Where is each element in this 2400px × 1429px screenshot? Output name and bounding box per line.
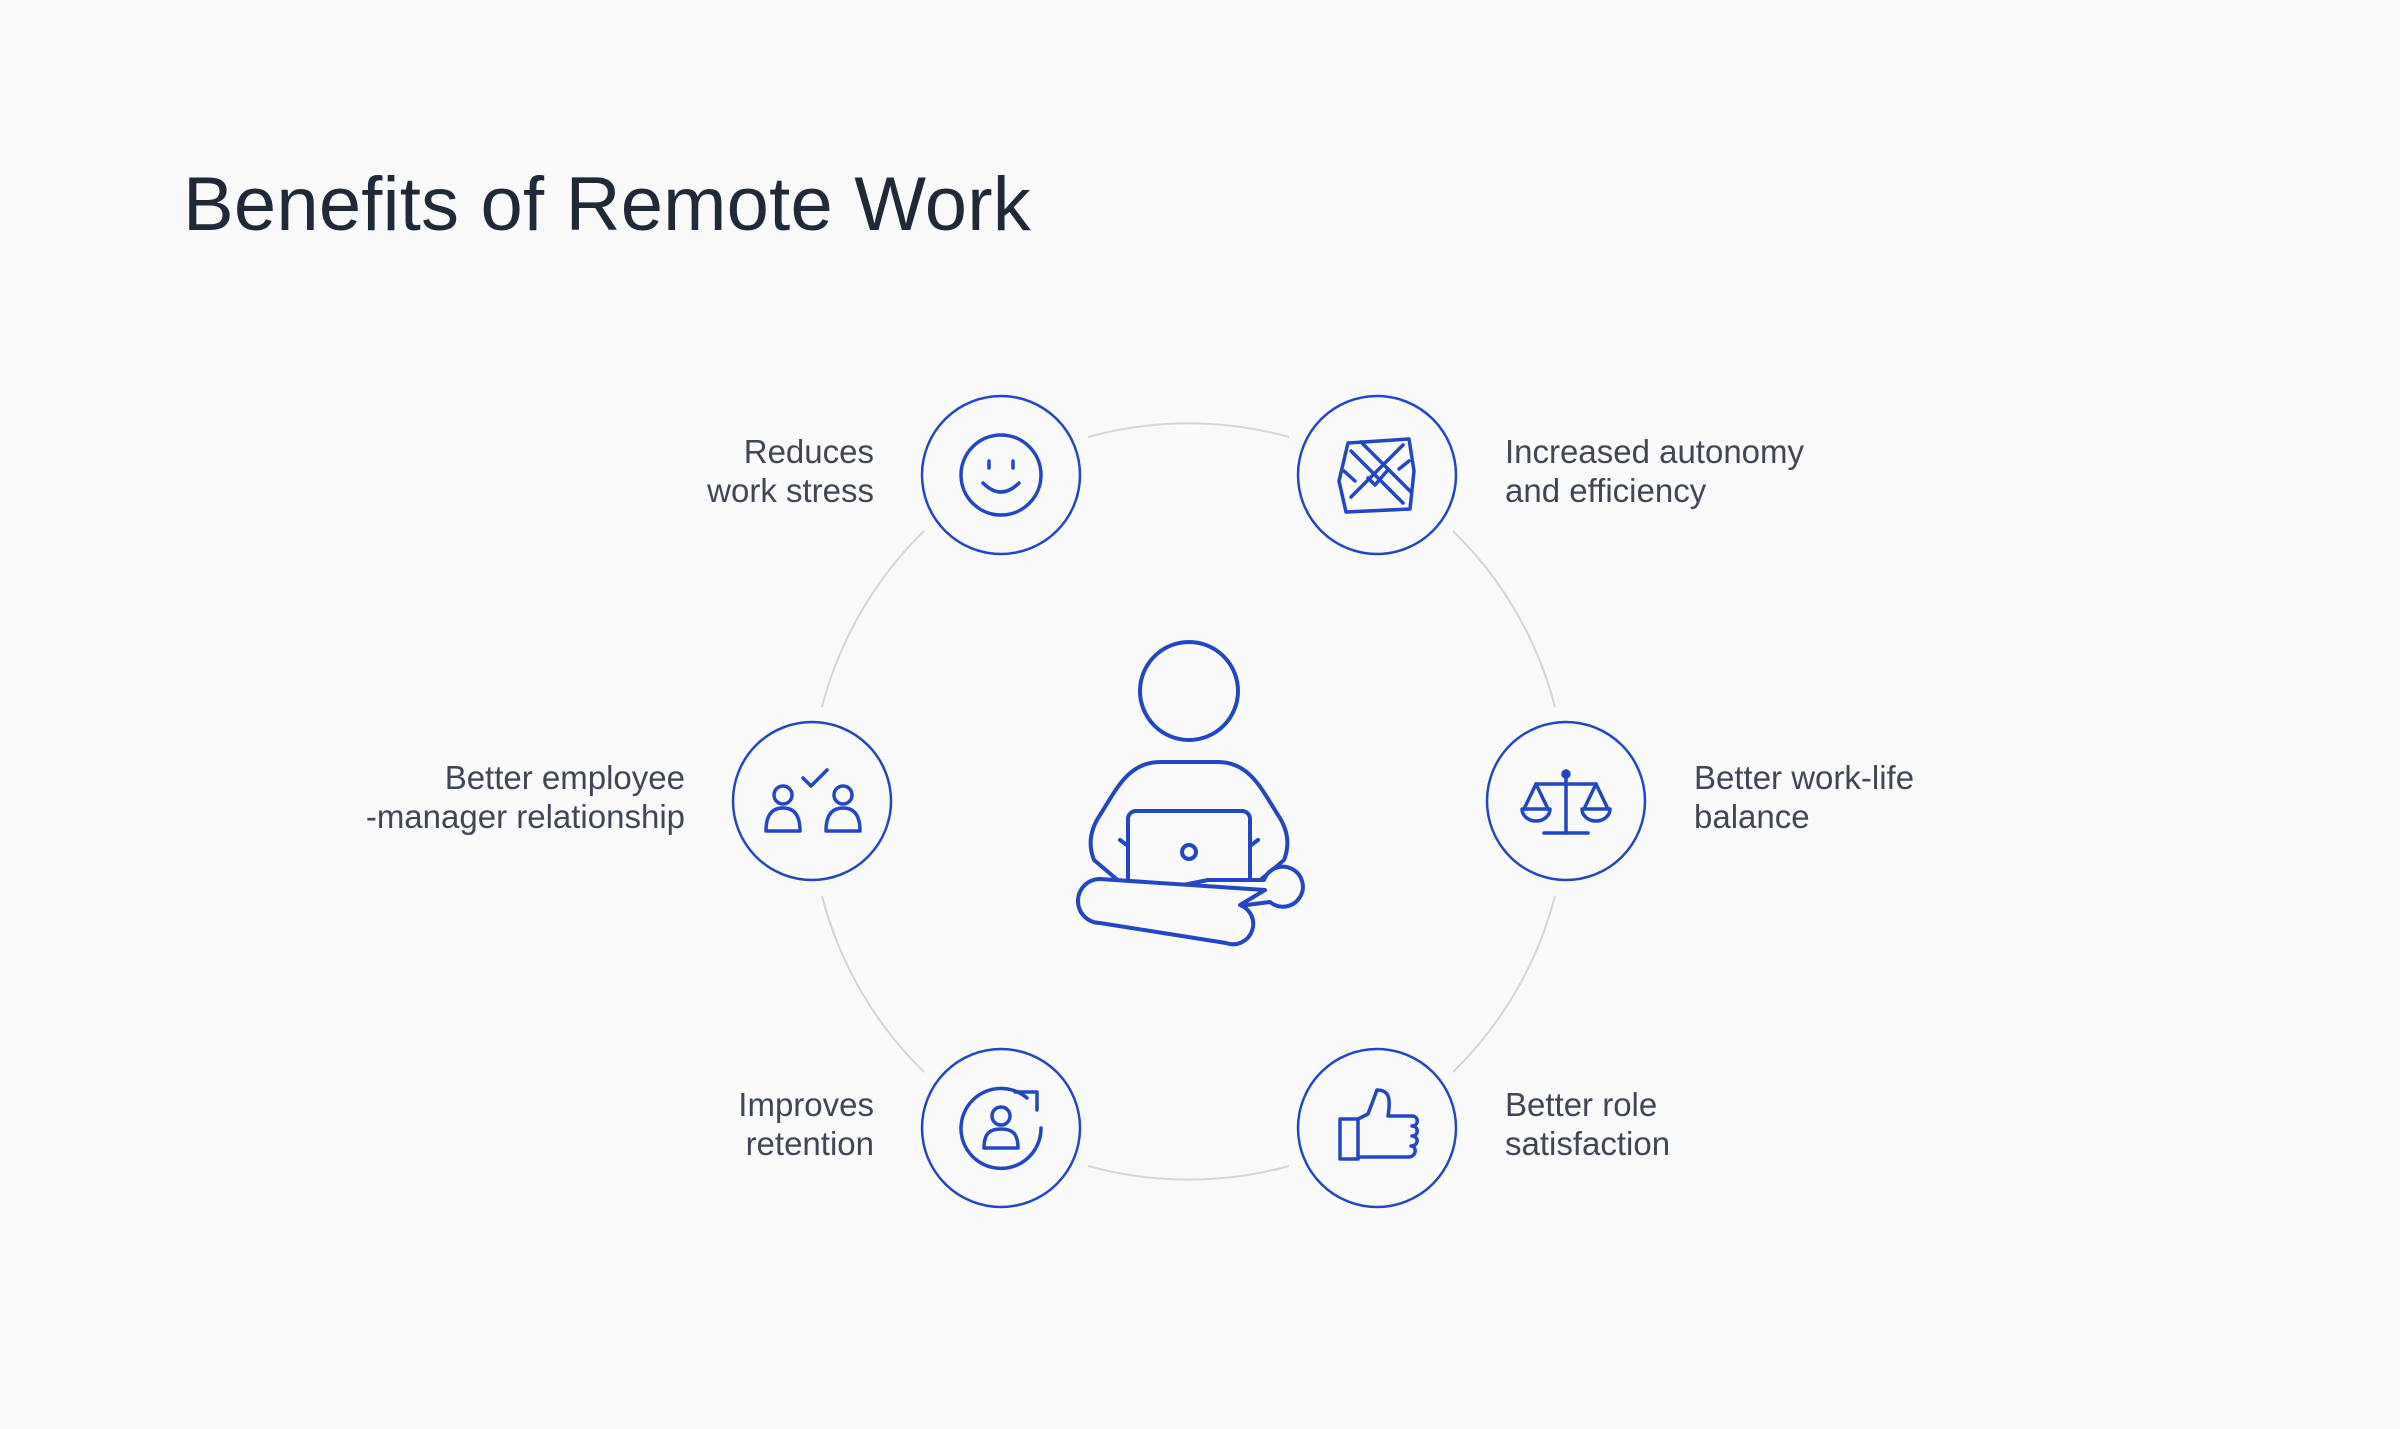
ring-arc-lower-left [821,895,925,1073]
ring-arc-upper-right [1452,530,1556,708]
person-head [1138,640,1240,742]
benefit-label-line: Improves [738,1086,874,1123]
benefit-label-line: -manager relationship [365,798,685,835]
benefit-label-retention: Improves retention [738,1085,874,1163]
thumbs-up-icon [1338,1088,1419,1161]
page-title: Benefits of Remote Work [183,162,1031,247]
benefit-circle-satisfaction [1296,1047,1458,1209]
benefit-circle-autonomy [1296,394,1458,556]
benefit-label-line: Better work-life [1694,759,1915,796]
benefit-circle-balance [1485,720,1647,882]
benefit-label-line: work stress [707,472,874,509]
person-with-laptop-icon [1076,640,1305,947]
ring-arc-upper-left [821,530,925,708]
benefit-label-line: balance [1694,798,1810,835]
benefit-label-line: satisfaction [1505,1125,1671,1162]
balance-scale-icon [1520,769,1612,835]
benefit-label-balance: Better work-life balance [1694,758,1914,836]
benefit-label-satisfaction: Better role satisfaction [1505,1085,1670,1163]
benefit-label-line: retention [745,1125,874,1162]
laptop-logo [1180,843,1198,861]
benefit-circle-relationship [731,720,893,882]
ring-arc-bottom [1087,1165,1290,1181]
benefit-label-autonomy: Increased autonomy and efficiency [1505,432,1804,510]
crossed-tools-icon [1337,437,1416,514]
benefit-label-line: and efficiency [1505,472,1707,509]
connector-ring [821,422,1556,1181]
benefit-label-line: Better employee [444,759,685,796]
benefit-label-stress: Reduces work stress [707,432,874,510]
benefit-circle-stress [920,394,1082,556]
benefit-label-line: Better role [1505,1086,1658,1123]
benefit-label-line: Increased autonomy [1505,433,1805,470]
leg-left [1076,877,1267,947]
ring-arc-lower-right [1452,895,1556,1073]
two-people-check-icon [764,768,862,833]
smiley-face-icon [959,433,1043,517]
benefit-label-line: Reduces [743,433,874,470]
ring-arc-top [1087,422,1290,438]
benefit-label-relationship: Better employee -manager relationship [366,758,685,836]
person-refresh-icon [959,1086,1043,1171]
benefit-circle-retention [920,1047,1082,1209]
